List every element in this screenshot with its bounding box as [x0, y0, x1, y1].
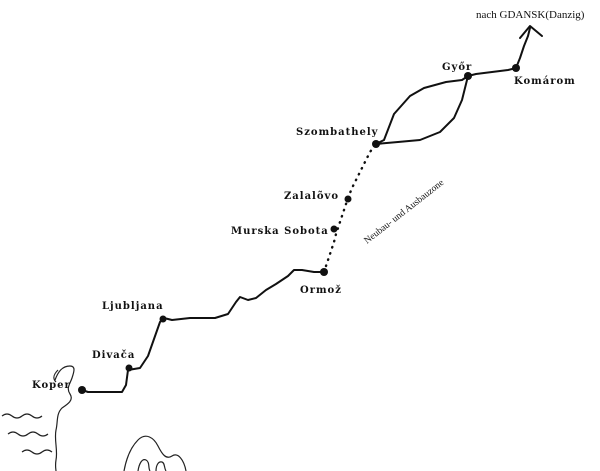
coastline-bay — [137, 459, 151, 471]
coastline-small-inlet — [53, 369, 59, 383]
city-dot-zalalovo — [344, 195, 352, 203]
city-dot-murska-sobota — [330, 225, 338, 233]
route-szombathely-gyor-south — [375, 75, 469, 145]
city-dot-divaca — [125, 364, 133, 372]
city-label-zalalovo: Zalalõvo — [284, 191, 339, 202]
city-dot-koper — [78, 386, 86, 394]
destination-label: nach GDANSK(Danzig) — [476, 9, 585, 21]
city-dot-gyor — [464, 72, 472, 80]
city-label-gyor: Győr — [442, 62, 472, 73]
route-szombathely-gyor-north — [375, 75, 469, 145]
coastline-bottom — [123, 435, 187, 471]
coastline-koper — [54, 365, 75, 471]
city-label-szombathely: Szombathely — [296, 127, 379, 138]
city-dot-szombathely — [372, 140, 380, 148]
coastline-island — [155, 461, 167, 471]
route-koper-ormoz — [81, 269, 325, 393]
sea-waves — [1, 413, 53, 455]
route-gyor-komarom — [467, 67, 517, 77]
city-dot-ormoz — [320, 268, 328, 276]
city-label-divaca: Divača — [92, 350, 135, 361]
arrow-north-icon — [519, 25, 543, 39]
city-label-koper: Koper — [32, 380, 71, 391]
zone-label: Neubau- und Ausbauzone — [363, 178, 446, 246]
city-label-komarom: Komárom — [514, 76, 576, 87]
city-dot-ljubljana — [159, 315, 167, 323]
route-komarom-north — [515, 27, 531, 69]
route-dotted-ormoz-szombathely — [324, 142, 378, 268]
city-label-ormoz: Ormož — [300, 285, 342, 296]
city-label-murska-sobota: Murska Sobota — [231, 226, 329, 237]
city-label-ljubljana: Ljubljana — [102, 301, 164, 312]
city-dot-komarom — [512, 64, 520, 72]
